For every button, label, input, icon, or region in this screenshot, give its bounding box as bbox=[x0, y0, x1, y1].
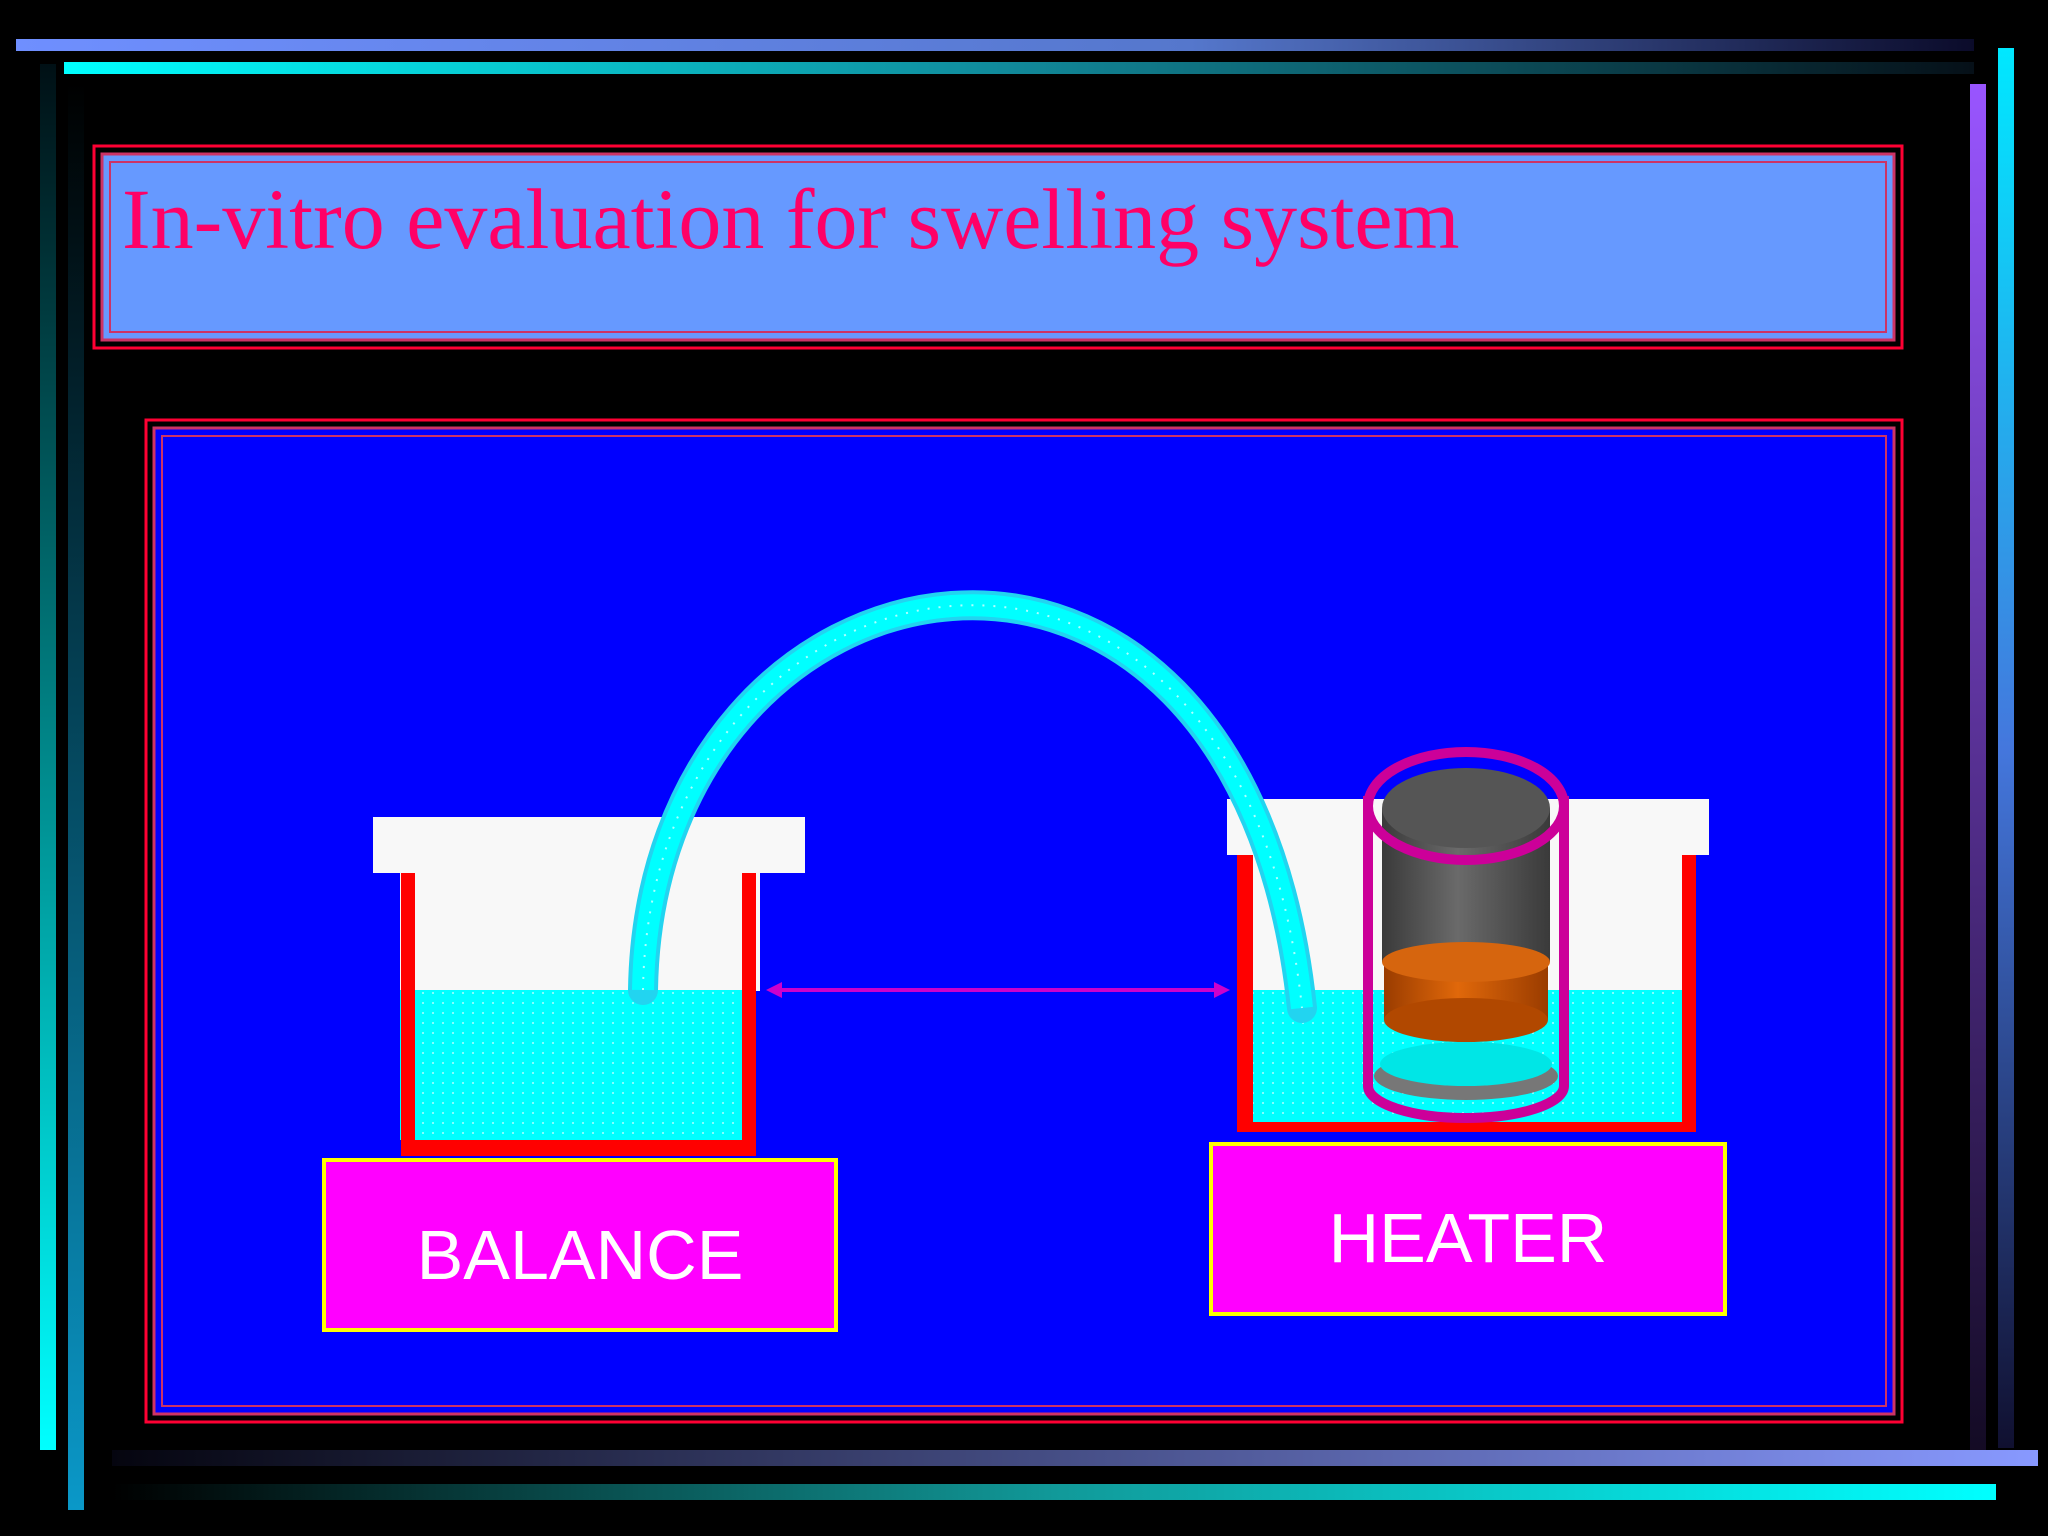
left-vessel-bottom bbox=[401, 1140, 756, 1156]
right-vessel-wall-left bbox=[1237, 855, 1253, 1131]
tube-texture bbox=[642, 604, 1303, 1009]
left-vessel-water bbox=[400, 990, 756, 1140]
heater-box-fill bbox=[1209, 1142, 1727, 1316]
left-vessel-wall-right bbox=[742, 873, 756, 1155]
title-box-outer-border bbox=[92, 144, 1904, 350]
glass-cylinder-top bbox=[1363, 747, 1569, 865]
page-title: In-vitro evaluation for swelling system bbox=[122, 171, 1460, 267]
sample-core-base bbox=[1382, 942, 1550, 982]
balance-label: BALANCE bbox=[417, 1216, 744, 1294]
diagram-outer-border bbox=[144, 418, 1904, 1424]
frame-right-bar-1 bbox=[1970, 84, 1986, 1464]
right-vessel-bottom bbox=[1237, 1122, 1696, 1132]
diagram-inner-border bbox=[161, 435, 1887, 1407]
left-vessel bbox=[373, 817, 805, 1156]
heater-label: HEATER bbox=[1329, 1199, 1608, 1277]
left-vessel-rim bbox=[373, 817, 805, 873]
frame-bottom-bar-2 bbox=[112, 1484, 1996, 1500]
sample-base-water bbox=[1380, 1042, 1552, 1086]
diagram-panel: BALANCE HEATER bbox=[144, 418, 1904, 1424]
left-vessel-upper bbox=[400, 873, 760, 991]
sample-swollen-layer-bottom bbox=[1384, 998, 1548, 1042]
title-box-inner-border bbox=[109, 161, 1887, 333]
title-box: In-vitro evaluation for swelling system bbox=[92, 144, 1904, 350]
title-box-fill bbox=[100, 152, 1896, 342]
frame-left-bar-1 bbox=[40, 64, 56, 1450]
connecting-tube bbox=[628, 590, 1317, 1023]
right-vessel-wall-right bbox=[1682, 855, 1696, 1131]
heater-box: HEATER bbox=[1209, 1142, 1727, 1316]
balance-box: BALANCE bbox=[322, 1158, 838, 1332]
arrow-head-left bbox=[766, 982, 782, 998]
decorative-frame bbox=[16, 39, 2038, 1510]
distance-arrow bbox=[766, 982, 1230, 998]
glass-cylinder-body bbox=[1363, 796, 1569, 1123]
balance-box-fill bbox=[322, 1158, 838, 1332]
arrow-head-right bbox=[1214, 982, 1230, 998]
frame-left-bar-2 bbox=[68, 82, 84, 1510]
frame-bottom-bar-1 bbox=[112, 1450, 2038, 1466]
frame-top-bar-1 bbox=[16, 39, 1974, 51]
frame-top-bar-2 bbox=[64, 62, 1974, 74]
sample-core-top bbox=[1382, 768, 1550, 848]
sample-cylinder bbox=[1363, 747, 1569, 1123]
left-vessel-wall-left bbox=[401, 873, 415, 1155]
frame-right-bar-2 bbox=[1998, 48, 2014, 1448]
